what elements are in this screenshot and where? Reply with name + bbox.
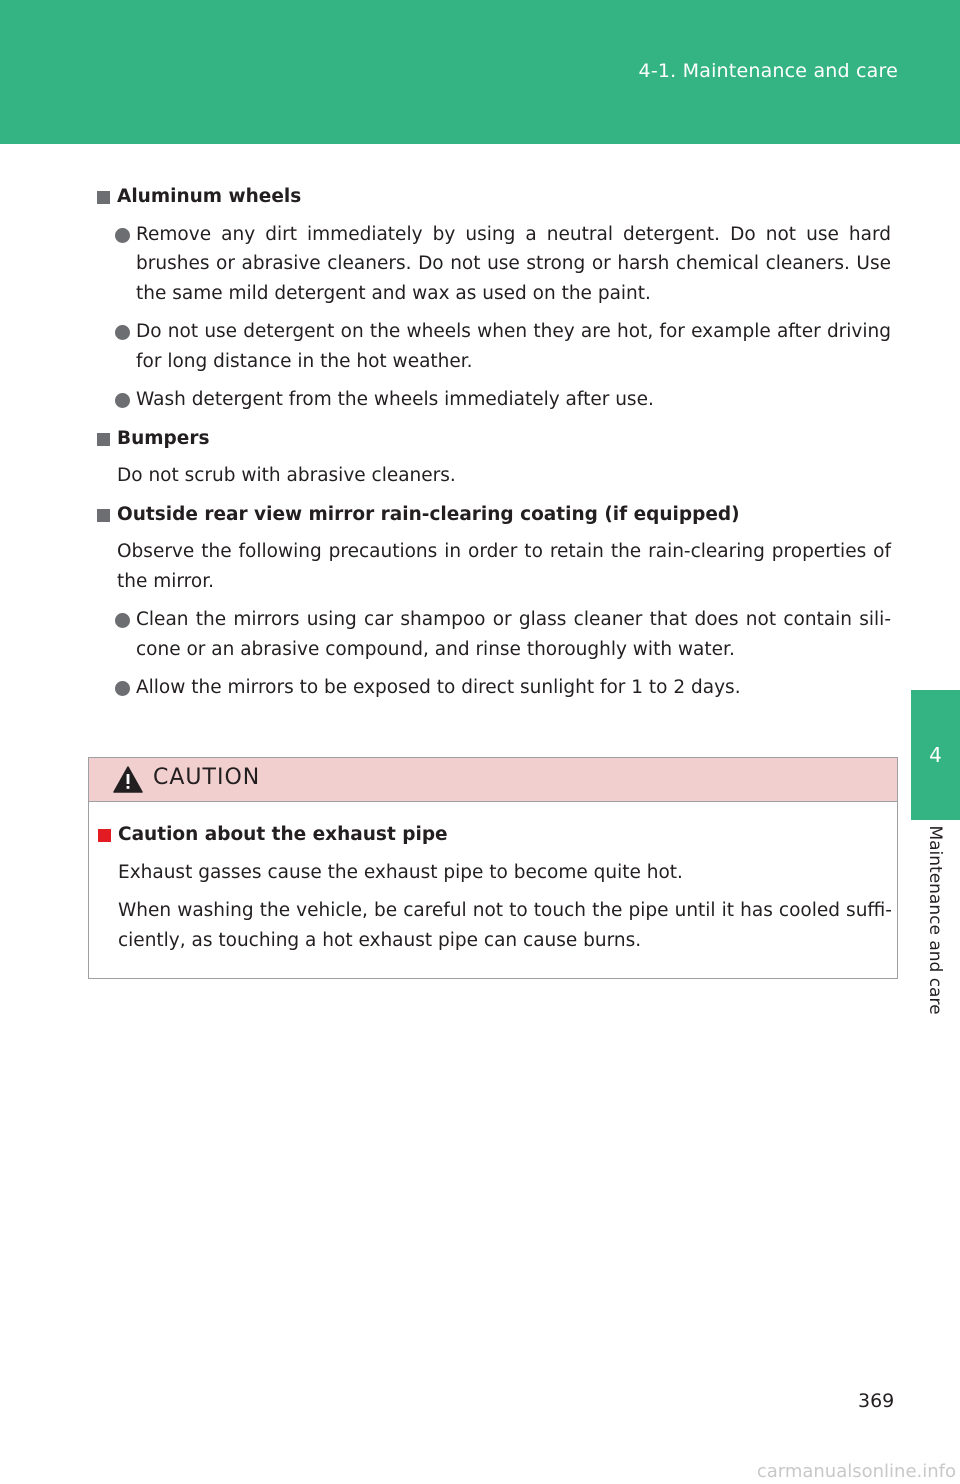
chapter-number: 4	[929, 743, 942, 767]
square-bullet-icon	[97, 508, 110, 522]
list-item: Remove any dirt immediately by using a n…	[96, 220, 891, 309]
square-bullet-icon	[97, 191, 110, 204]
circle-bullet-icon	[115, 681, 130, 696]
watermark: carmanualsonline.info	[756, 1461, 956, 1482]
square-bullet-icon	[98, 829, 111, 842]
section-heading: Aluminum wheels	[96, 182, 891, 212]
list-item-text: Clean the mirrors using car shampoo or g…	[136, 609, 891, 660]
heading-text: Outside rear view mirror rain-clearing c…	[117, 503, 740, 525]
header-band: 4-1. Maintenance and care	[0, 0, 960, 144]
caution-title: CAUTION	[153, 765, 261, 790]
list-item-text: Allow the mirrors to be exposed to direc…	[136, 677, 741, 698]
caution-header: CAUTION	[89, 758, 897, 802]
caution-box: CAUTION Caution about the exhaust pipe E…	[88, 757, 898, 979]
chapter-label: Maintenance and care	[925, 825, 945, 1015]
circle-bullet-icon	[115, 613, 130, 628]
heading-text: Aluminum wheels	[117, 186, 302, 207]
list-item-text: Do not use detergent on the wheels when …	[136, 321, 891, 372]
list-item: Do not use detergent on the wheels when …	[96, 317, 891, 376]
paragraph: Do not scrub with abrasive cleaners.	[117, 465, 456, 486]
list-item: Allow the mirrors to be exposed to direc…	[96, 673, 891, 703]
section-title: 4-1. Maintenance and care	[638, 60, 898, 82]
paragraph: Exhaust gasses cause the exhaust pipe to…	[118, 861, 683, 883]
heading-text: Caution about the exhaust pipe	[118, 824, 448, 845]
square-bullet-icon	[97, 432, 110, 446]
circle-bullet-icon	[115, 227, 130, 243]
warning-triangle-icon	[113, 766, 143, 793]
paragraph: Observe the following precautions in ord…	[117, 541, 891, 592]
section-heading: Bumpers	[96, 424, 891, 454]
page-number: 369	[858, 1390, 895, 1412]
section-heading: Outside rear view mirror rain-clearing c…	[96, 500, 891, 530]
list-item-text: Wash detergent from the wheels immediate…	[136, 389, 654, 410]
heading-text: Bumpers	[117, 427, 210, 449]
circle-bullet-icon	[115, 393, 130, 408]
chapter-tab: 4	[911, 690, 960, 820]
list-item: Clean the mirrors using car shampoo or g…	[96, 605, 891, 664]
main-content: Aluminum wheels Remove any dirt immediat…	[96, 182, 891, 712]
list-item-text: Remove any dirt immediately by using a n…	[136, 223, 891, 304]
caution-heading: Caution about the exhaust pipe	[97, 820, 892, 850]
paragraph: When washing the vehicle, be careful not…	[118, 900, 892, 951]
circle-bullet-icon	[115, 325, 130, 340]
caution-body: Caution about the exhaust pipe Exhaust g…	[97, 820, 892, 964]
list-item: Wash detergent from the wheels immediate…	[96, 385, 891, 415]
